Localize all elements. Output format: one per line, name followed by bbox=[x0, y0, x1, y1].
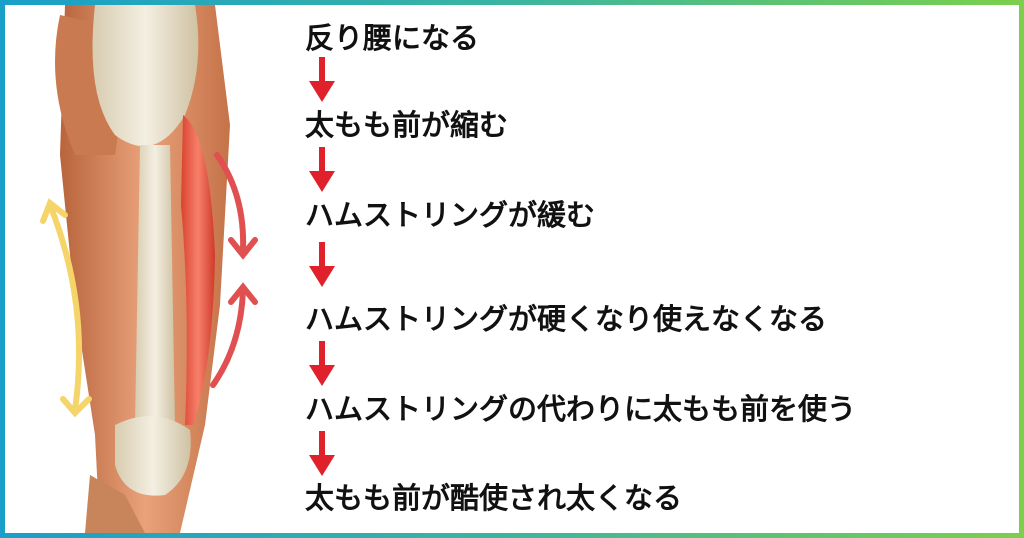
muscle-shorten-arrow-icon bbox=[214, 152, 247, 253]
hamstring-muscle-highlight bbox=[181, 115, 215, 425]
down-arrow-icon bbox=[309, 147, 335, 192]
step-1-text: 反り腰になる bbox=[305, 21, 480, 55]
length-double-arrow-icon bbox=[47, 202, 83, 413]
pelvis-bone bbox=[92, 5, 199, 147]
femur-bone bbox=[135, 145, 175, 425]
step-2-text: 太もも前が縮む bbox=[305, 108, 509, 142]
content-panel: 反り腰になる 太もも前が縮む ハムストリングが緩む ハムストリングが硬くなり使え… bbox=[5, 5, 1019, 533]
down-arrow-icon bbox=[309, 57, 335, 102]
knee-bone bbox=[115, 416, 191, 496]
down-arrow-icon bbox=[309, 341, 335, 386]
down-arrow-icon bbox=[309, 431, 335, 476]
leg-anatomy-illustration bbox=[40, 5, 258, 533]
down-arrow-icon bbox=[309, 242, 335, 287]
muscle-lengthen-arrow-icon bbox=[210, 287, 246, 388]
lower-leg bbox=[85, 475, 145, 533]
step-5-text: ハムストリングの代わりに太もも前を使う bbox=[305, 392, 857, 426]
step-6-text: 太もも前が酷使され太くなる bbox=[305, 481, 683, 515]
step-4-text: ハムストリングが硬くなり使えなくなる bbox=[305, 302, 828, 336]
step-3-text: ハムストリングが緩む bbox=[305, 198, 596, 232]
